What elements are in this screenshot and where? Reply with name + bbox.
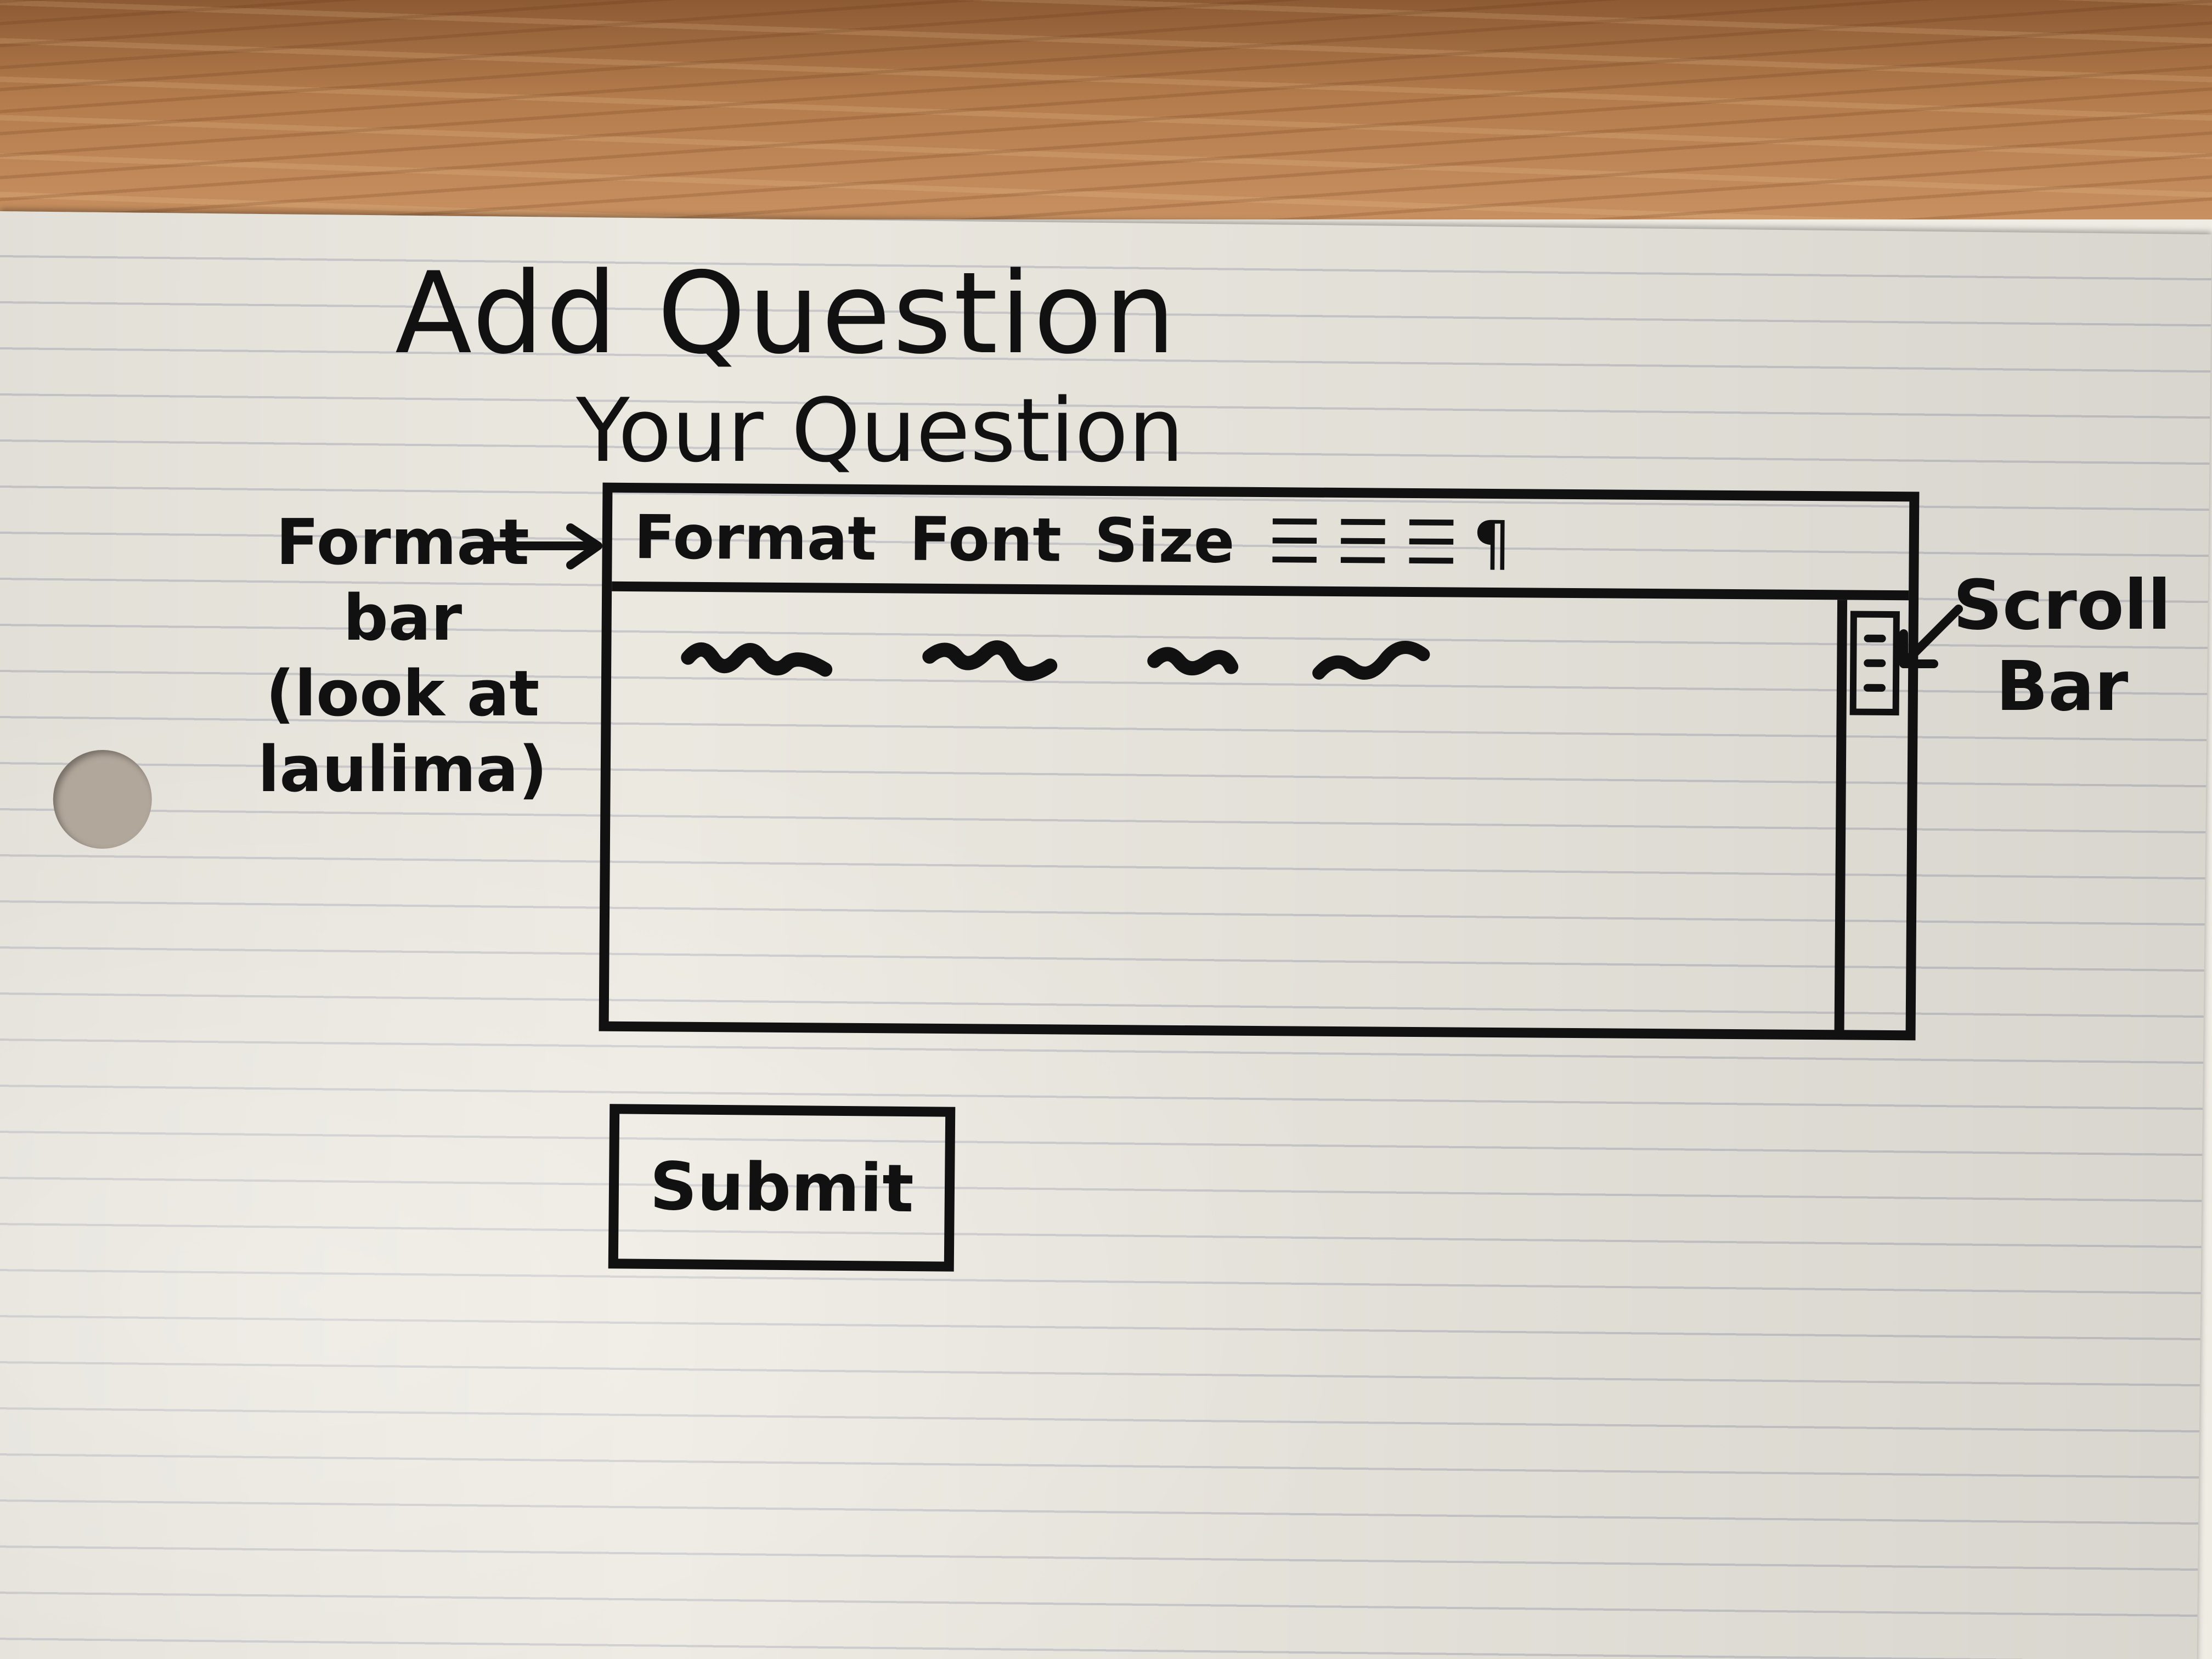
grip-icon [1863, 684, 1886, 692]
question-label: Your Question [576, 379, 1184, 482]
question-text-area[interactable] [609, 591, 1852, 1031]
format-menu[interactable]: Format [634, 502, 877, 574]
align-right-icon[interactable]: ☰ [1404, 507, 1459, 578]
font-menu[interactable]: Font [909, 504, 1062, 575]
scroll-arrow-icon [1899, 605, 1963, 668]
wooden-desk-background [0, 0, 2212, 219]
align-center-icon[interactable]: ☰ [1335, 506, 1391, 578]
format-arrow-icon [483, 523, 602, 569]
alignment-icons: ☰ ☰ ☰ ¶ [1267, 506, 1511, 579]
grip-icon [1864, 659, 1886, 667]
paragraph-icon[interactable]: ¶ [1472, 507, 1511, 579]
page-title: Add Question [395, 249, 1178, 379]
grip-icon [1864, 634, 1886, 642]
format-toolbar: Format Font Size ☰ ☰ ☰ ¶ [612, 492, 1910, 601]
placeholder-text-scribble [681, 640, 1430, 681]
scroll-bar-annotation: Scroll Bar [1953, 566, 2171, 726]
align-left-icon[interactable]: ☰ [1267, 506, 1322, 577]
size-menu[interactable]: Size [1094, 505, 1235, 577]
submit-button[interactable]: Submit [608, 1104, 956, 1272]
binder-hole [52, 749, 153, 849]
question-editor: Format Font Size ☰ ☰ ☰ ¶ [599, 482, 1920, 1041]
format-bar-annotation: Format bar (look at laulima) [258, 506, 548, 806]
